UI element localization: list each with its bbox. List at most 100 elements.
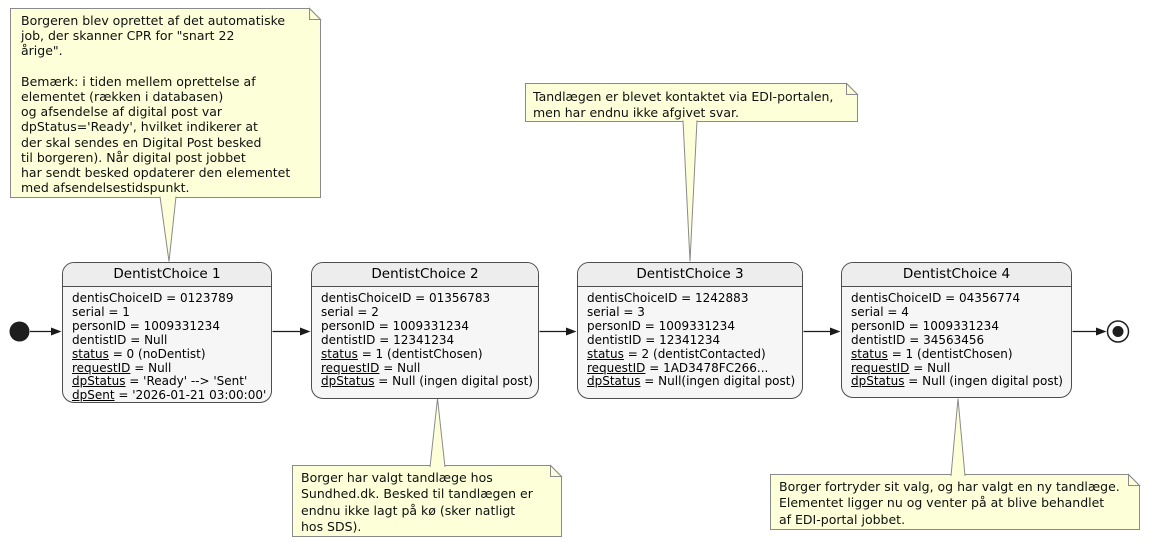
attribute-value: = 1009331234 xyxy=(904,318,999,333)
attribute-key: status xyxy=(851,346,888,361)
arrowhead-icon xyxy=(830,327,841,336)
attribute-key: serial xyxy=(321,304,354,319)
note-pointer xyxy=(159,196,177,262)
attribute-row: status = 1 (dentistChosen) xyxy=(851,346,1062,362)
attribute-key: dentisChoiceID xyxy=(321,291,412,305)
state-title: DentistChoice 1 xyxy=(63,263,271,287)
state-title: DentistChoice 4 xyxy=(842,263,1071,287)
attribute-value: = 3 xyxy=(619,304,645,319)
attribute-row: dentisChoiceID = 04356774 xyxy=(851,291,1062,306)
attribute-value: = 1009331234 xyxy=(125,318,220,333)
final-state-inner-dot xyxy=(1112,326,1124,337)
attribute-row: serial = 2 xyxy=(321,304,529,320)
attribute-row: dentisChoiceID = 1242883 xyxy=(587,291,793,306)
attribute-value: = 0123789 xyxy=(162,291,234,305)
note-regret: Borger fortryder sit valg, og har valgt … xyxy=(779,479,1120,527)
attribute-key: dpStatus xyxy=(321,374,375,389)
attribute-key: personID xyxy=(587,318,641,333)
attribute-key: status xyxy=(587,346,624,361)
attribute-value: = 01356783 xyxy=(411,291,491,305)
attribute-value: = Null xyxy=(130,360,172,375)
attribute-row: dpStatus = Null (ingen digital post) xyxy=(851,374,1063,389)
attribute-row: serial = 1 xyxy=(72,304,262,320)
attribute-row: status = 1 (dentistChosen) xyxy=(321,346,529,362)
attribute-key: status xyxy=(321,346,358,361)
arrowhead-icon xyxy=(1096,327,1107,336)
initial-state-icon xyxy=(9,321,30,342)
attribute-row: dentistID = 12341234 xyxy=(321,332,529,348)
arrowhead-icon xyxy=(566,327,577,336)
note-dentist-contacted-shape xyxy=(525,83,858,122)
note-dentist-chosen: Borger har valgt tandlæge hos Sundhed.dk… xyxy=(301,470,533,535)
note-created-shape xyxy=(10,8,321,198)
attribute-value: = Null xyxy=(909,360,951,375)
attribute-value: = 1 (dentistChosen) xyxy=(887,346,1013,361)
note-dentist-chosen-shape xyxy=(292,465,562,537)
attribute-row: requestID = Null xyxy=(851,360,1062,376)
attribute-key: requestID xyxy=(851,360,910,375)
attribute-value: = 12341234 xyxy=(641,332,721,347)
attribute-key: dpStatus xyxy=(72,374,126,389)
attribute-key: dentisChoiceID xyxy=(587,291,678,305)
state-title: DentistChoice 2 xyxy=(312,263,538,287)
attribute-key: dpSent xyxy=(72,388,115,403)
attribute-key: dentistID xyxy=(587,332,642,347)
attribute-row: status = 2 (dentistContacted) xyxy=(587,346,793,362)
attribute-value: = Null xyxy=(379,360,421,375)
note-fold-icon xyxy=(550,464,563,477)
attribute-key: personID xyxy=(321,318,375,333)
attribute-value: = 0 (noDentist) xyxy=(108,346,206,361)
attribute-row: serial = 3 xyxy=(587,304,793,320)
note-regret-shape xyxy=(770,474,1140,530)
attribute-key: serial xyxy=(587,304,620,319)
state-dentistchoice-3: DentistChoice 3 dentisChoiceID = 1242883… xyxy=(577,262,803,399)
attribute-value: = 1 xyxy=(104,304,130,319)
attribute-value: = Null (ingen digital post) xyxy=(374,374,533,389)
note-fold-icon xyxy=(846,82,859,95)
attribute-value: = 12341234 xyxy=(375,332,455,347)
attribute-value: = Null (ingen digital post) xyxy=(904,374,1063,389)
attribute-value: = 2 xyxy=(353,304,379,319)
note-pointer xyxy=(950,398,966,477)
attribute-row: personID = 1009331234 xyxy=(72,318,262,334)
arrowhead-icon xyxy=(51,327,62,336)
attribute-value: = Null xyxy=(126,332,168,347)
attribute-key: dentisChoiceID xyxy=(72,291,163,305)
state-dentistchoice-4: DentistChoice 4 dentisChoiceID = 0435677… xyxy=(841,262,1072,398)
attribute-row: personID = 1009331234 xyxy=(851,318,1062,334)
attribute-value: = 4 xyxy=(883,304,909,319)
attribute-row: dpStatus = Null(ingen digital post) xyxy=(587,374,795,389)
attribute-value: = 2 (dentistContacted) xyxy=(623,346,766,361)
attribute-row: requestID = Null xyxy=(72,360,262,376)
note-created: Borgeren blev oprettet af det automatisk… xyxy=(21,13,291,196)
attribute-row: requestID = 1AD3478FC266... xyxy=(587,360,793,376)
attribute-key: requestID xyxy=(587,360,646,375)
attribute-row: dentisChoiceID = 01356783 xyxy=(321,291,529,306)
attribute-value: = 'Ready' --> 'Sent' xyxy=(125,374,248,389)
attribute-row: dentistID = 34563456 xyxy=(851,332,1062,348)
state-dentistchoice-2: DentistChoice 2 dentisChoiceID = 0135678… xyxy=(311,262,539,399)
attribute-row: dentisChoiceID = 0123789 xyxy=(72,291,262,306)
attribute-row: requestID = Null xyxy=(321,360,529,376)
note-fold-icon xyxy=(309,7,322,20)
attribute-key: requestID xyxy=(321,360,380,375)
attribute-row: status = 0 (noDentist) xyxy=(72,346,262,362)
attribute-value: = 1 (dentistChosen) xyxy=(357,346,483,361)
attribute-key: dentistID xyxy=(851,332,906,347)
attribute-row: personID = 1009331234 xyxy=(321,318,529,334)
attribute-key: requestID xyxy=(72,360,131,375)
attribute-row: dentistID = Null xyxy=(72,332,262,348)
arrowhead-icon xyxy=(300,327,311,336)
attribute-row: dpStatus = Null (ingen digital post) xyxy=(321,374,533,389)
note-pointer xyxy=(429,398,446,468)
attribute-key: dpStatus xyxy=(587,374,641,389)
attribute-key: serial xyxy=(851,304,884,319)
note-fold-icon xyxy=(1128,473,1141,486)
attribute-row: dpStatus = 'Ready' --> 'Sent' xyxy=(72,374,262,389)
